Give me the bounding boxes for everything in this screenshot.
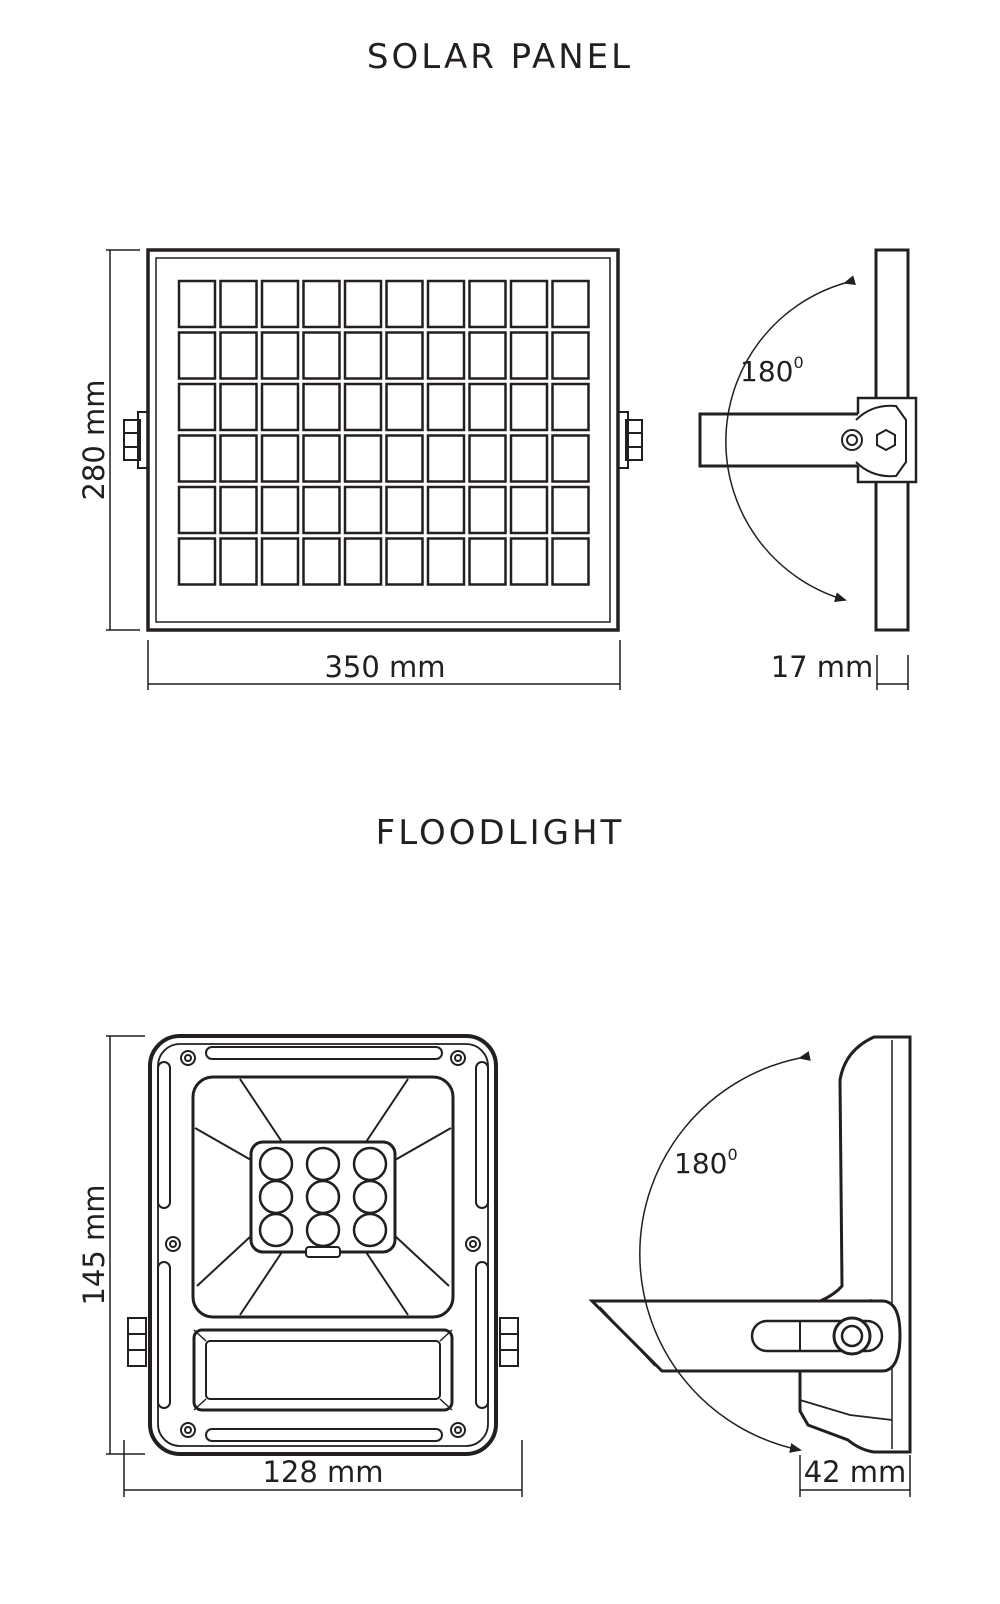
solar-cell <box>385 434 424 483</box>
solar-cell <box>551 434 590 483</box>
solar-cell <box>426 331 466 380</box>
solar-cell <box>385 485 424 535</box>
solar-cell <box>426 434 466 483</box>
solar-cell <box>302 331 341 380</box>
solar-panel-title: SOLAR PANEL <box>367 37 633 77</box>
solar-cell <box>302 279 341 329</box>
flood-rotation-angle: 1800 <box>674 1145 738 1180</box>
solar-cell <box>509 331 549 380</box>
led <box>352 1146 388 1182</box>
solar-height-dimension <box>106 249 140 631</box>
solar-depth-label: 17 mm <box>771 650 874 684</box>
solar-width-label: 350 mm <box>324 650 445 684</box>
solar-cell <box>260 382 300 432</box>
solar-cell <box>468 485 507 535</box>
solar-rotation-arc <box>725 275 856 603</box>
solar-cell <box>385 382 424 432</box>
flood-height-dimension <box>106 1035 145 1455</box>
solar-cell <box>260 434 300 483</box>
solar-cell <box>177 537 217 586</box>
floodlight-side-view <box>588 1035 912 1454</box>
flood-height-label: 145 mm <box>77 1184 111 1305</box>
solar-cell <box>426 485 466 535</box>
solar-cell <box>302 434 341 483</box>
solar-cell <box>260 279 300 329</box>
solar-cell <box>385 331 424 380</box>
left-mount-bracket <box>123 411 148 469</box>
led <box>352 1212 388 1248</box>
solar-cell <box>260 485 300 535</box>
solar-cell <box>468 382 507 432</box>
solar-cell <box>551 382 590 432</box>
solar-cell <box>426 279 466 329</box>
solar-cell <box>343 537 383 586</box>
solar-cell <box>177 485 217 535</box>
solar-cell <box>219 331 258 380</box>
led <box>352 1179 388 1215</box>
solar-cell <box>343 279 383 329</box>
solar-cell-grid <box>177 279 590 586</box>
solar-cell <box>177 382 217 432</box>
floodlight-front-view <box>127 1034 519 1456</box>
solar-cell <box>219 485 258 535</box>
led <box>258 1146 294 1182</box>
solar-cell <box>426 382 466 432</box>
solar-cell <box>468 434 507 483</box>
solar-cell <box>509 434 549 483</box>
right-mount-bracket <box>618 411 643 469</box>
solar-height-label: 280 mm <box>77 379 111 500</box>
led <box>258 1179 294 1215</box>
solar-cell <box>177 434 217 483</box>
led <box>305 1179 341 1215</box>
solar-cell <box>302 382 341 432</box>
floodlight-title: FLOODLIGHT <box>376 813 625 853</box>
solar-cell <box>219 382 258 432</box>
led-grid <box>258 1146 388 1248</box>
led <box>258 1212 294 1248</box>
solar-cell <box>385 537 424 586</box>
solar-cell <box>302 537 341 586</box>
solar-cell <box>177 279 217 329</box>
solar-cell <box>509 382 549 432</box>
flood-width-label: 128 mm <box>262 1455 383 1489</box>
solar-cell <box>260 331 300 380</box>
solar-panel-side-view <box>698 248 918 632</box>
solar-cell <box>260 537 300 586</box>
solar-cell <box>426 537 466 586</box>
solar-cell <box>468 279 507 329</box>
solar-cell <box>551 279 590 329</box>
solar-cell <box>343 382 383 432</box>
solar-cell <box>219 434 258 483</box>
solar-rotation-angle: 1800 <box>740 353 804 388</box>
solar-cell <box>219 537 258 586</box>
solar-cell <box>302 485 341 535</box>
led <box>305 1146 341 1182</box>
solar-cell <box>343 434 383 483</box>
solar-cell <box>551 485 590 535</box>
solar-cell <box>343 485 383 535</box>
solar-cell <box>551 331 590 380</box>
solar-cell <box>177 331 217 380</box>
solar-cell <box>509 279 549 329</box>
flood-depth-dimension <box>799 1455 911 1497</box>
solar-cell <box>385 279 424 329</box>
solar-depth-dimension <box>876 655 909 690</box>
solar-panel-front-view <box>123 248 643 632</box>
solar-cell <box>219 279 258 329</box>
flood-rotation-arc <box>639 1051 811 1453</box>
led <box>305 1212 341 1248</box>
solar-width-dimension <box>147 640 621 690</box>
solar-cell <box>343 331 383 380</box>
solar-cell <box>468 537 507 586</box>
solar-cell <box>509 485 549 535</box>
flood-depth-label: 42 mm <box>804 1455 907 1489</box>
flood-width-dimension <box>123 1440 523 1497</box>
solar-cell <box>509 537 549 586</box>
solar-cell <box>551 537 590 586</box>
solar-cell <box>468 331 507 380</box>
